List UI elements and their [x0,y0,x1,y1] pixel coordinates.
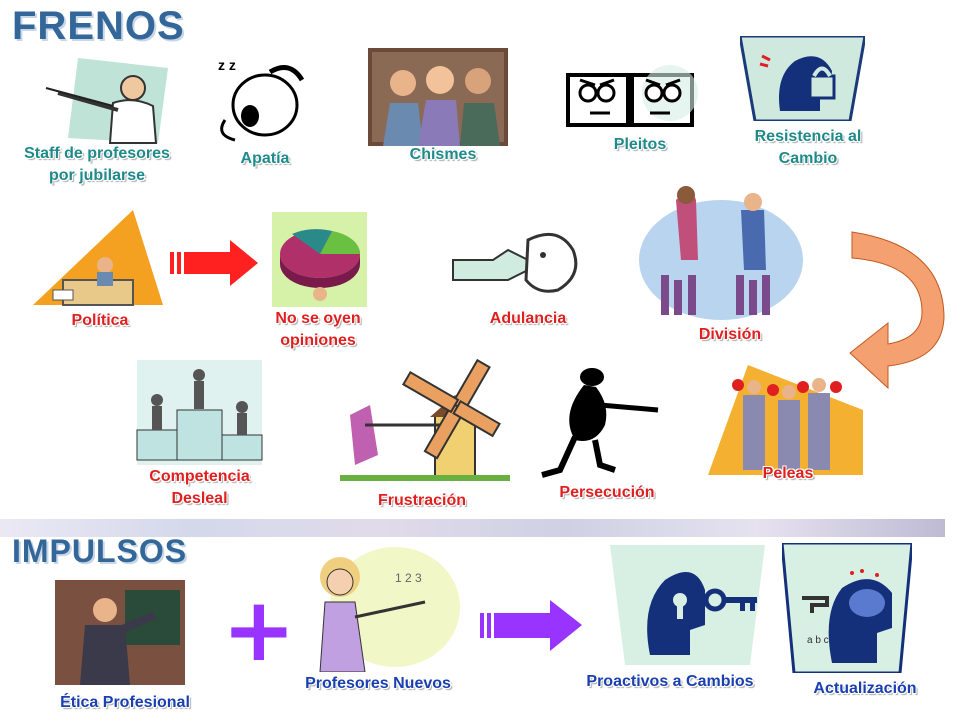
handshake-icon [452,232,578,293]
label-competencia-desleal: Competencia Desleal [149,468,250,507]
plus-sign: + [222,578,296,681]
boxing-men-icon [708,365,863,475]
teacher-pointing-icon [45,58,168,144]
label-actualizacion: Actualización [813,680,917,697]
keyhole-head-key-icon [610,545,765,665]
section-divider [0,519,945,537]
label-staff-profesores: Staff de profesores por jubilarse [24,145,170,184]
label-persecucion: Persecución [559,484,655,501]
brain-faucet-icon: a b c [782,543,912,673]
label-resistencia-cambio: Resistencia al Cambio [754,128,862,167]
pie-chart-person-icon [272,212,367,307]
label-etica-profesional: Ética Profesional [60,694,190,711]
red-arrow-icon [170,240,258,286]
curved-arrow-icon [849,231,945,390]
label-chismes: Chismes [409,146,477,163]
label-pleitos: Pleitos [613,136,667,153]
svg-text:z z: z z [218,57,236,73]
gossiping-people-icon [368,48,508,146]
pointing-figure-icon [541,368,659,478]
politician-podium-icon [33,210,163,306]
label-peleas: Peleas [762,465,814,482]
label-no-se-oyen-opiniones: No se oyen opiniones [275,310,361,349]
yawning-man-icon: z z [218,57,305,142]
svg-text:1 2 3: 1 2 3 [395,571,422,585]
label-politica: Política [71,312,129,329]
locked-head-icon [740,36,865,121]
svg-text:a b c: a b c [807,635,829,646]
teacher-chalkboard-icon [55,580,185,685]
label-adulancia: Adulancia [489,310,567,327]
podium-figures-icon [136,360,263,465]
arguing-faces-icon [566,65,698,127]
windmill-knight-icon [340,358,510,481]
female-teacher-icon: 1 2 3 [319,547,460,672]
label-proactivos-cambios: Proactivos a Cambios [586,673,754,690]
frenos-title: FRENOS [12,4,185,48]
label-apatia: Apatía [240,150,290,167]
label-division: División [698,326,762,343]
label-frustracion: Frustración [377,492,466,509]
label-profesores-nuevos: Profesores Nuevos [305,675,451,692]
impulsos-title: IMPULSOS [12,533,188,569]
divided-crowd-icon [639,186,803,320]
purple-arrow-icon [480,600,582,651]
